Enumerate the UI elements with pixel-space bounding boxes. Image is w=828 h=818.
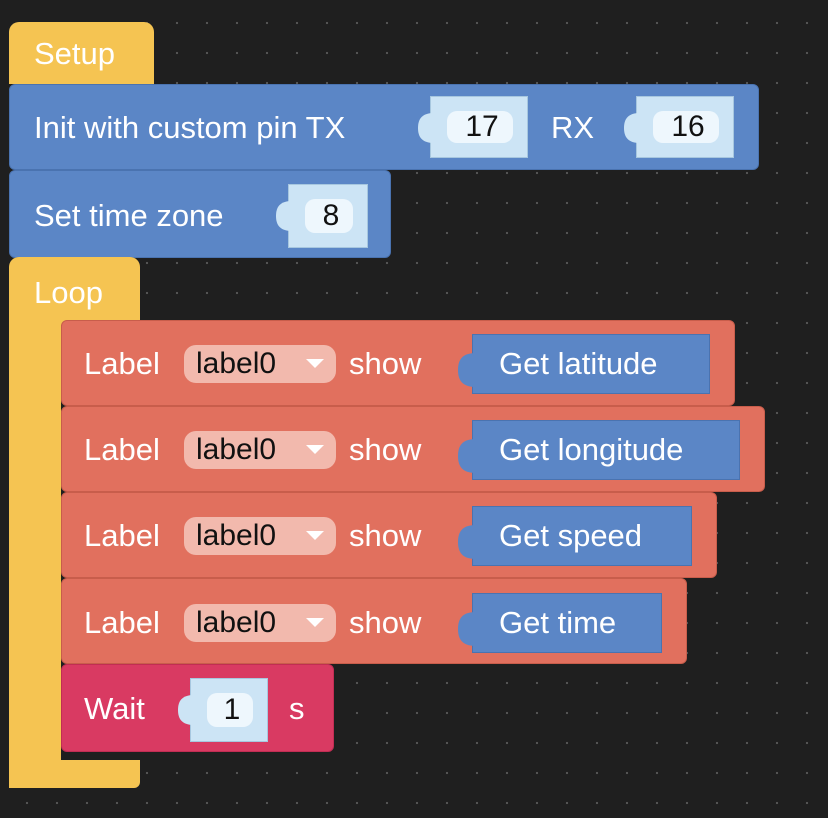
get-speed-block[interactable]: Get speed — [458, 506, 692, 566]
label-dropdown[interactable]: label0 — [184, 345, 336, 383]
label-text: Label — [84, 518, 160, 553]
chevron-down-icon — [306, 359, 324, 368]
get-longitude-block[interactable]: Get longitude — [458, 420, 740, 480]
chevron-down-icon — [306, 531, 324, 540]
loop-label: Loop — [34, 275, 103, 310]
time-zone-input[interactable]: 8 — [276, 184, 368, 248]
label-dropdown[interactable]: label0 — [184, 517, 336, 555]
show-text: show — [349, 432, 422, 467]
output-connector-icon — [458, 525, 476, 559]
tx-pin-input[interactable]: 17 — [418, 96, 528, 158]
input-connector-icon — [276, 201, 292, 231]
input-connector-icon — [178, 695, 194, 725]
wait-duration-input[interactable]: 1 — [178, 678, 268, 742]
loop-block[interactable] — [9, 257, 140, 327]
label-dropdown[interactable]: label0 — [184, 604, 336, 642]
get-latitude-block[interactable]: Get latitude — [458, 334, 710, 394]
input-connector-icon — [418, 113, 434, 143]
label-dropdown[interactable]: label0 — [184, 431, 336, 469]
label-text: Label — [84, 432, 160, 467]
output-connector-icon — [458, 353, 476, 387]
get-time-block[interactable]: Get time — [458, 593, 662, 653]
loop-block-foot — [9, 760, 140, 788]
show-text: show — [349, 605, 422, 640]
output-connector-icon — [458, 439, 476, 473]
chevron-down-icon — [306, 618, 324, 627]
setup-block[interactable] — [9, 22, 154, 84]
loop-block-arm — [9, 300, 61, 780]
label-text: Label — [84, 605, 160, 640]
label-text: Label — [84, 346, 160, 381]
time-zone-label: Set time zone — [34, 198, 224, 233]
output-connector-icon — [458, 612, 476, 646]
input-connector-icon — [624, 113, 640, 143]
show-text: show — [349, 518, 422, 553]
show-text: show — [349, 346, 422, 381]
chevron-down-icon — [306, 445, 324, 454]
wait-label: Wait — [84, 691, 145, 726]
rx-pin-input[interactable]: 16 — [624, 96, 734, 158]
init-label: Init with custom pin TX — [34, 110, 346, 145]
setup-label: Setup — [34, 36, 116, 71]
rx-label: RX — [551, 110, 595, 145]
wait-unit: s — [289, 691, 305, 726]
